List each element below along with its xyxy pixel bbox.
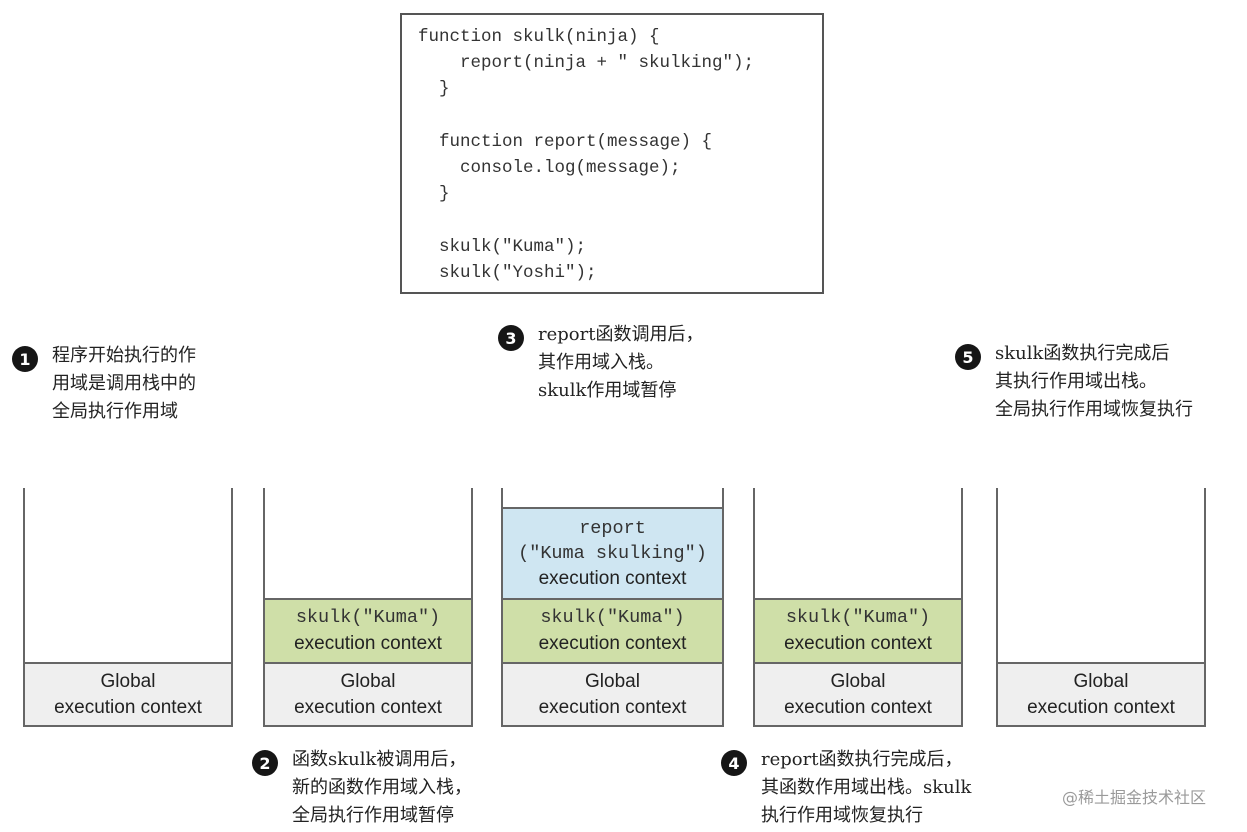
call-stack-3: report ("Kuma skulking") execution conte… <box>501 488 724 727</box>
global-frame: Global execution context <box>265 662 471 725</box>
frame-subtitle: execution context <box>294 696 442 718</box>
step-number-badge: 2 <box>252 750 278 776</box>
frame-title: skulk("Kuma") <box>295 607 441 628</box>
step-number-badge: 3 <box>498 325 524 351</box>
frame-subtitle: execution context <box>294 633 442 654</box>
frame-title: Global <box>100 670 156 692</box>
global-frame: Global execution context <box>25 662 231 725</box>
skulk-frame: skulk("Kuma") execution context <box>503 598 722 662</box>
frame-subtitle: execution context <box>784 633 932 654</box>
call-stack-1: Global execution context <box>23 488 233 727</box>
frame-title: Global <box>1073 670 1129 692</box>
frame-title: report <box>579 518 646 539</box>
step-description: 程序开始执行的作 用域是调用栈中的 全局执行作用域 <box>52 345 196 422</box>
frame-subtitle: execution context <box>538 633 687 654</box>
global-frame: Global execution context <box>503 662 722 725</box>
frame-title: Global <box>830 670 886 692</box>
code-listing: function skulk(ninja) { report(ninja + "… <box>400 13 824 294</box>
frame-argument: ("Kuma skulking") <box>518 543 707 564</box>
step-description: skulk函数执行完成后 其执行作用域出栈。 全局执行作用域恢复执行 <box>995 343 1193 420</box>
step-number-badge: 1 <box>12 346 38 372</box>
step-description: 函数skulk被调用后， 新的函数作用域入栈， 全局执行作用域暂停 <box>292 749 472 826</box>
frame-subtitle: execution context <box>54 696 202 718</box>
code-text: function skulk(ninja) { report(ninja + "… <box>418 27 755 283</box>
frame-subtitle: execution context <box>538 568 687 589</box>
skulk-frame: skulk("Kuma") execution context <box>265 598 471 662</box>
step-number-badge: 4 <box>721 750 747 776</box>
call-stack-2: skulk("Kuma") execution context Global e… <box>263 488 473 727</box>
frame-subtitle: execution context <box>784 696 932 718</box>
frame-title: skulk("Kuma") <box>540 607 685 628</box>
global-frame: Global execution context <box>755 662 961 725</box>
frame-title: Global <box>340 670 396 692</box>
step-description: report函数执行完成后， 其函数作用域出栈。skulk 执行作用域恢复执行 <box>761 749 972 826</box>
skulk-frame: skulk("Kuma") execution context <box>755 598 961 662</box>
frame-title: skulk("Kuma") <box>785 607 931 628</box>
step-number-badge: 5 <box>955 344 981 370</box>
call-stack-4: skulk("Kuma") execution context Global e… <box>753 488 963 727</box>
global-frame: Global execution context <box>998 662 1204 725</box>
frame-subtitle: execution context <box>538 696 687 718</box>
report-frame: report ("Kuma skulking") execution conte… <box>503 507 722 598</box>
frame-subtitle: execution context <box>1027 696 1175 718</box>
frame-title: Global <box>585 670 640 692</box>
step-description: report函数调用后， 其作用域入栈。 skulk作用域暂停 <box>538 324 704 401</box>
watermark: @稀土掘金技术社区 <box>1062 788 1207 807</box>
call-stack-5: Global execution context <box>996 488 1206 727</box>
